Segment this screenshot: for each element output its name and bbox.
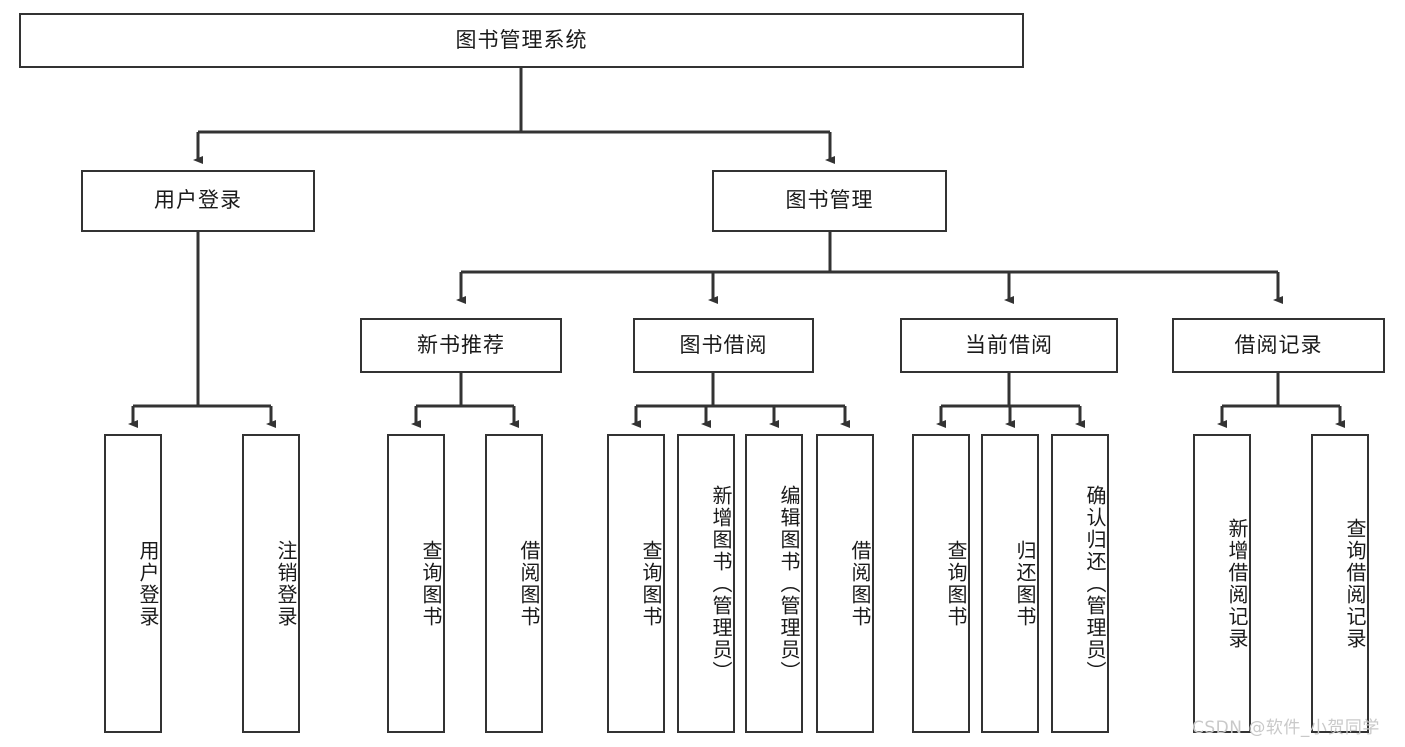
leaf-add-borrow-record-label: 新增借阅记录	[1225, 517, 1249, 650]
leaf-query-book-current[interactable]: 查询图书	[912, 434, 970, 733]
leaf-add-borrow-record[interactable]: 新增借阅记录	[1193, 434, 1251, 733]
leaf-query-book-current-label: 查询图书	[944, 539, 968, 628]
leaf-return-book-label: 归还图书	[1013, 539, 1037, 628]
node-user-login-label: 用户登录	[154, 188, 242, 213]
leaf-borrow-book-newbook-label: 借阅图书	[517, 539, 541, 628]
node-root[interactable]: 图书管理系统	[19, 13, 1024, 68]
watermark-csdn: CSDN @软件_小贺同学	[1192, 718, 1380, 738]
leaf-add-book-admin-label: 新增图书（管理员）	[709, 484, 733, 683]
node-book-management-label: 图书管理	[785, 188, 874, 213]
leaf-borrow-book-borrow-label: 借阅图书	[848, 539, 872, 628]
node-new-book-recommend[interactable]: 新书推荐	[360, 318, 562, 373]
node-root-label: 图书管理系统	[455, 27, 588, 52]
leaf-return-book[interactable]: 归还图书	[981, 434, 1039, 733]
leaf-query-book-newbook-label: 查询图书	[419, 539, 443, 628]
node-borrow-record[interactable]: 借阅记录	[1172, 318, 1385, 373]
leaf-query-book-newbook[interactable]: 查询图书	[387, 434, 445, 733]
node-new-book-recommend-label: 新书推荐	[417, 332, 505, 357]
leaf-user-login-label: 用户登录	[136, 539, 160, 628]
leaf-logout-label: 注销登录	[274, 539, 298, 628]
node-user-login[interactable]: 用户登录	[81, 170, 315, 232]
leaf-edit-book-admin[interactable]: 编辑图书（管理员）	[745, 434, 803, 733]
node-book-borrow[interactable]: 图书借阅	[633, 318, 814, 373]
node-book-management[interactable]: 图书管理	[712, 170, 947, 232]
leaf-add-book-admin[interactable]: 新增图书（管理员）	[677, 434, 735, 733]
leaf-borrow-book-borrow[interactable]: 借阅图书	[816, 434, 874, 733]
leaf-borrow-book-newbook[interactable]: 借阅图书	[485, 434, 543, 733]
leaf-user-login[interactable]: 用户登录	[104, 434, 162, 733]
leaf-query-borrow-record-label: 查询借阅记录	[1343, 517, 1367, 650]
leaf-logout[interactable]: 注销登录	[242, 434, 300, 733]
leaf-query-borrow-record[interactable]: 查询借阅记录	[1311, 434, 1369, 733]
leaf-confirm-return-admin-label: 确认归还（管理员）	[1083, 484, 1107, 683]
leaf-confirm-return-admin[interactable]: 确认归还（管理员）	[1051, 434, 1109, 733]
node-current-borrow-label: 当前借阅	[965, 332, 1053, 357]
node-borrow-record-label: 借阅记录	[1234, 332, 1323, 357]
leaf-edit-book-admin-label: 编辑图书（管理员）	[777, 484, 801, 683]
node-current-borrow[interactable]: 当前借阅	[900, 318, 1118, 373]
leaf-query-book-borrow-label: 查询图书	[639, 539, 663, 628]
leaf-query-book-borrow[interactable]: 查询图书	[607, 434, 665, 733]
node-book-borrow-label: 图书借阅	[679, 332, 768, 357]
